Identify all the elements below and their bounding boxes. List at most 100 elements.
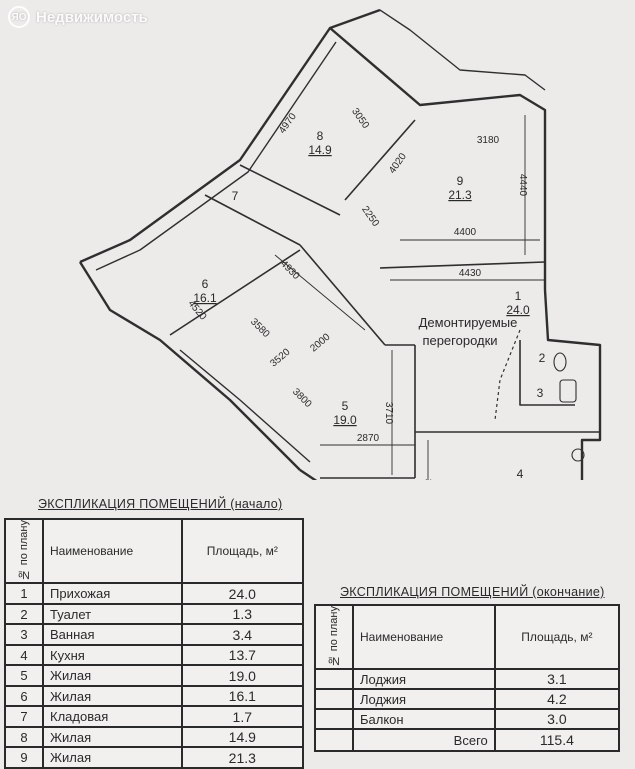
dimension-label: 2000: [308, 331, 332, 354]
outer-wall-inner-line-2: [179, 349, 311, 463]
dimension-label: 4440: [517, 174, 528, 197]
room-area: 16.1: [193, 291, 217, 305]
dimension-label: 3710: [383, 402, 394, 425]
cell-name: Жилая: [42, 664, 183, 687]
bathtub-fixture: [559, 379, 577, 403]
dimension-label: 3060: [422, 479, 433, 480]
cell-num: 5: [4, 664, 44, 687]
table-start-header-num: № по плану: [4, 517, 44, 585]
plan-walls: [78, 8, 602, 480]
cell-num: 2: [4, 602, 44, 626]
table-end-header-name: Наименование: [352, 603, 496, 671]
room-number: 5: [342, 399, 349, 413]
dimension-label: 2870: [357, 433, 380, 444]
cell-area: 3.0: [493, 708, 621, 731]
plan-note-line-2: перегородки: [422, 333, 497, 348]
wall-8-6: [239, 164, 341, 216]
cell-name: Балкон: [352, 708, 496, 731]
cell-area: 1.3: [180, 602, 305, 626]
cell-name: Жилая: [42, 725, 183, 749]
total-value: 115.4: [493, 728, 621, 753]
table-end-header-area: Площадь, м²: [493, 603, 621, 671]
cell-area: 14.9: [180, 725, 305, 749]
watermark: ЯО Недвижимость: [8, 6, 148, 28]
cell-name: Лоджия: [352, 688, 496, 711]
wall-1-west: [299, 244, 386, 346]
dim-line-4930: [274, 254, 366, 331]
wall-7: [204, 194, 301, 246]
cell-name: Жилая: [42, 684, 183, 708]
outer-wall-inner-line: [95, 41, 337, 271]
wall-8-9: [344, 119, 416, 201]
dimension-label: 3050: [349, 106, 371, 131]
dimension-lines: [274, 115, 545, 480]
outer-wall-north: [329, 27, 547, 290]
dimension-label: 2250: [359, 204, 381, 229]
brand-logo-icon: ЯО: [8, 6, 30, 28]
cell-name: Кладовая: [42, 705, 183, 728]
cell-num: 1: [4, 582, 44, 605]
cell-area: 19.0: [180, 664, 305, 687]
wall-6-5: [169, 249, 301, 336]
table-start-title: ЭКСПЛИКАЦИЯ ПОМЕЩЕНИЙ (начало): [38, 497, 283, 511]
cell-name: Жилая: [42, 746, 183, 769]
room-number: 8: [317, 129, 324, 143]
cell-name: Туалет: [42, 602, 183, 626]
table-end-header-num: № по плану: [314, 603, 354, 671]
table-start-header-name: Наименование: [42, 517, 183, 585]
plan-note-line-1: Демонтируемые: [419, 315, 518, 330]
room-number: 1: [515, 289, 522, 303]
cell-num: 4: [4, 643, 44, 667]
bath-walls: [519, 340, 575, 406]
cell-name: Ванная: [42, 623, 183, 646]
dimension-label: 3580: [248, 316, 272, 340]
cell-area: 24.0: [180, 582, 305, 605]
table-end: № по плану Наименование Площадь, м² Лодж…: [314, 603, 621, 753]
room-number: 7: [232, 189, 239, 203]
room-number: 6: [202, 277, 209, 291]
cell-area: 1.7: [180, 705, 305, 728]
cell-area: 16.1: [180, 684, 305, 708]
cell-num: 7: [4, 705, 44, 728]
cell-area: 3.4: [180, 623, 305, 646]
dimension-label: 3520: [268, 346, 292, 369]
cell-name: Лоджия: [352, 668, 496, 691]
cell-num: 9: [4, 746, 44, 769]
cell-num: 8: [4, 725, 44, 749]
dimension-label: 4970: [277, 111, 299, 136]
outer-wall-north-west: [79, 8, 381, 264]
room-area: 24.0: [506, 303, 530, 317]
dimension-label: 4400: [454, 227, 477, 238]
cell-num: [314, 688, 354, 711]
plan-fixtures: [553, 352, 585, 462]
cell-name: Кухня: [42, 643, 183, 667]
wall-9-1: [379, 261, 546, 269]
outer-wall-east: [543, 289, 602, 480]
cell-num: 3: [4, 623, 44, 646]
cell-num: [314, 708, 354, 731]
dimension-label: 3180: [477, 135, 500, 146]
room-area: 19.0: [333, 413, 357, 427]
outer-wall-south-west: [78, 261, 301, 471]
room-number: 4: [517, 467, 524, 480]
total-label: Всего: [352, 728, 496, 753]
cell-area: 3.1: [493, 668, 621, 691]
room-number: 9: [457, 174, 464, 188]
cell-area: 13.7: [180, 643, 305, 667]
table-end-title: ЭКСПЛИКАЦИЯ ПОМЕЩЕНИЙ (окончание): [340, 585, 605, 599]
cell-area: 4.2: [493, 688, 621, 711]
